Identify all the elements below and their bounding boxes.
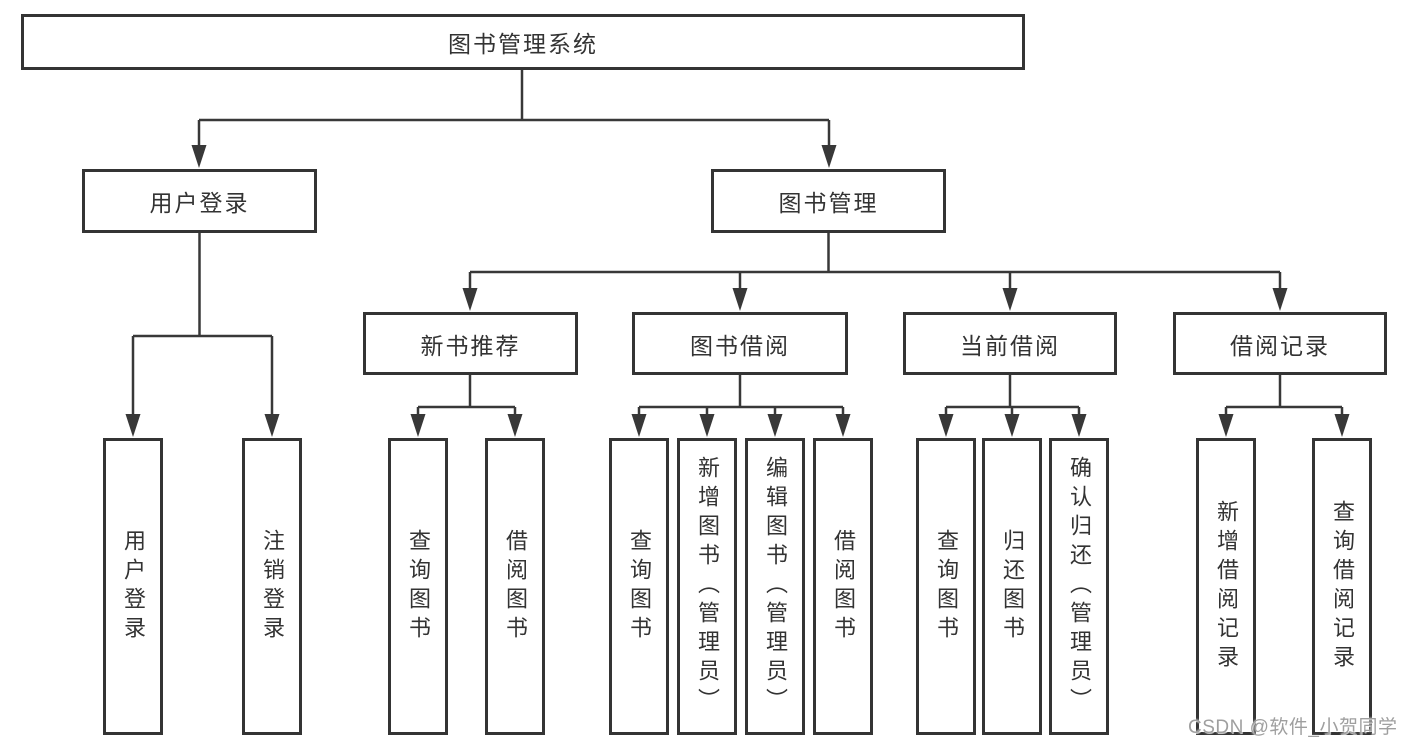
node-leaf-borrow-books: 借阅图书 [813,438,873,735]
node-borrowing-records: 借阅记录 [1173,312,1387,375]
node-leaf-query-books-recommend: 查询图书 [388,438,448,735]
node-user-login: 用户登录 [82,169,317,233]
node-leaf-edit-book-admin: 编辑图书（管理员） [745,438,805,735]
node-book-management: 图书管理 [711,169,946,233]
node-book-borrowing: 图书借阅 [632,312,848,375]
node-leaf-borrow-books-recommend: 借阅图书 [485,438,545,735]
node-leaf-add-borrow-record: 新增借阅记录 [1196,438,1256,735]
node-leaf-confirm-return-admin: 确认归还（管理员） [1049,438,1109,735]
node-leaf-add-book-admin: 新增图书（管理员） [677,438,737,735]
watermark-text: CSDN @软件_小贺同学 [1188,717,1398,738]
node-leaf-query-books-borrowing: 查询图书 [609,438,669,735]
node-new-book-recommendation: 新书推荐 [363,312,578,375]
node-leaf-logout: 注销登录 [242,438,302,735]
node-leaf-return-books: 归还图书 [982,438,1042,735]
node-library-management-system: 图书管理系统 [21,14,1025,70]
node-current-borrowing: 当前借阅 [903,312,1117,375]
node-leaf-query-borrow-record: 查询借阅记录 [1312,438,1372,735]
node-leaf-user-login: 用户登录 [103,438,163,735]
node-leaf-query-books-current: 查询图书 [916,438,976,735]
